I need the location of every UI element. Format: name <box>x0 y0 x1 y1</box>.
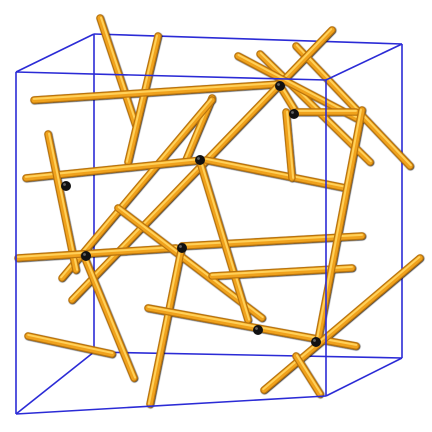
rod <box>292 352 324 398</box>
rod <box>314 106 366 344</box>
cube-edge-depth-bottom-right <box>325 357 403 397</box>
rod <box>234 52 360 122</box>
rod <box>202 156 350 192</box>
cube-edge-depth-bottom-left <box>15 351 95 415</box>
junctions <box>61 81 321 347</box>
junction-node <box>311 337 321 347</box>
cube-edge-back-top <box>93 33 403 45</box>
cube-edge-depth-top-left <box>15 33 95 73</box>
cube-edge-back-bottom <box>93 351 403 359</box>
junction-node <box>81 251 91 261</box>
rod <box>96 14 140 130</box>
rod <box>24 332 116 358</box>
junction-node <box>253 325 263 335</box>
cube-edge-front-bottom <box>15 395 327 415</box>
cube-back-edges <box>15 33 403 415</box>
rod <box>124 32 162 166</box>
junction-node <box>289 109 299 119</box>
rod <box>44 130 80 274</box>
rod <box>178 232 366 250</box>
rods <box>14 14 424 408</box>
rod <box>292 42 414 170</box>
cube-edge-front-top <box>15 71 327 81</box>
rod <box>146 242 186 408</box>
rod <box>30 80 284 104</box>
junction-node <box>61 181 71 191</box>
rod <box>196 158 252 324</box>
cube-edge-depth-top-right <box>325 43 403 81</box>
rod <box>260 254 424 394</box>
junction-node <box>177 243 187 253</box>
rod <box>58 96 216 282</box>
junction-node <box>195 155 205 165</box>
rod <box>14 244 180 262</box>
cube-front-edges <box>15 33 403 415</box>
rod <box>276 82 300 116</box>
rod <box>282 108 296 182</box>
junction-node <box>275 81 285 91</box>
rod <box>80 252 138 382</box>
